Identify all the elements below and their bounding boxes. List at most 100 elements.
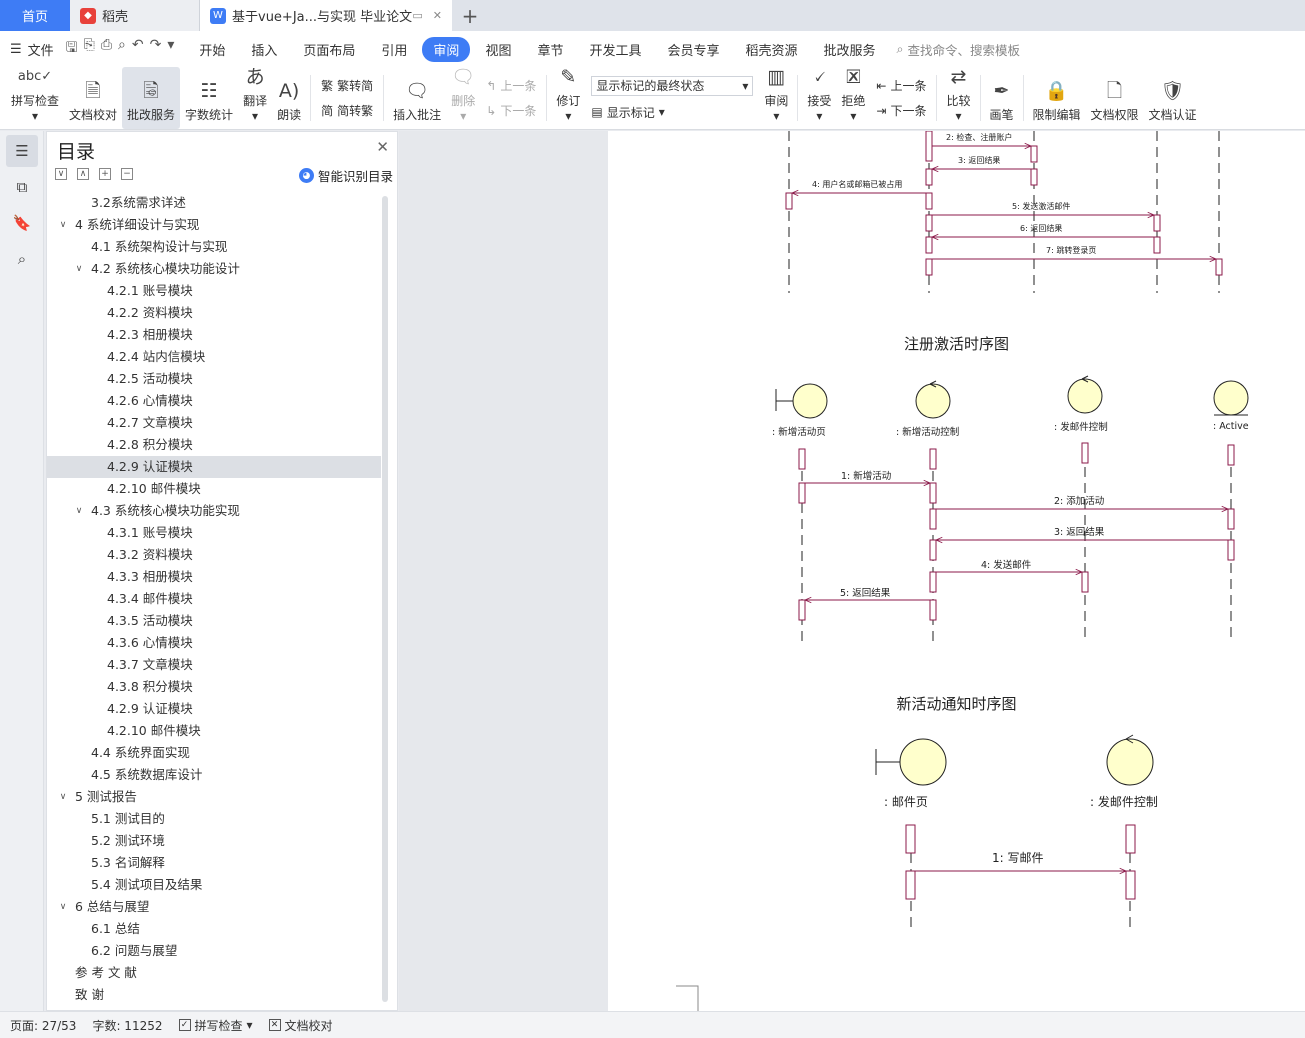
expand-all-icon[interactable]: ∨ (55, 168, 67, 180)
chevron-down-icon[interactable]: ∨ (59, 902, 67, 912)
toc-item[interactable]: 4.2.9 认证模块 (47, 456, 381, 478)
toc-item[interactable]: 4.2.7 文章模块 (47, 412, 381, 434)
redo-icon[interactable]: ↷ (149, 37, 162, 53)
print-icon[interactable]: ⎙ (100, 37, 113, 53)
toc-item[interactable]: 5.3 名词解释 (47, 852, 381, 874)
word-count-indicator[interactable]: 字数: 11252 (92, 1018, 163, 1033)
status-spell-check[interactable]: ✓ 拼写检查▾ (178, 1017, 253, 1034)
toc-item[interactable]: ∨4 系统详细设计与实现 (47, 214, 381, 236)
pen-button[interactable]: ✒画笔 (985, 67, 1019, 129)
toc-item[interactable]: 参 考 文 献 (47, 962, 381, 984)
toc-item[interactable]: 4.2.3 相册模块 (47, 324, 381, 346)
next-comment-button[interactable]: ↳下一条 (486, 102, 536, 119)
toc-item[interactable]: 4.5 系统数据库设计 (47, 764, 381, 786)
toc-item[interactable]: 4.2.10 邮件模块 (47, 720, 381, 742)
toc-item[interactable]: 5.1 测试目的 (47, 808, 381, 830)
doc-proofread-button[interactable]: 🗎文档校对 (64, 67, 122, 129)
undo-icon[interactable]: ↶ (131, 37, 144, 53)
toc-item[interactable]: 4.4 系统界面实现 (47, 742, 381, 764)
toc-item[interactable]: 6.1 总结 (47, 918, 381, 940)
restrict-editing-button[interactable]: 🔒限制编辑 (1028, 67, 1086, 129)
collapse-all-icon[interactable]: ∧ (77, 168, 89, 180)
reject-button[interactable]: 🗷拒绝▾ (836, 67, 870, 129)
toc-item[interactable]: 4.2.8 积分模块 (47, 434, 381, 456)
doc-certify-button[interactable]: 🛡文档认证 (1144, 67, 1202, 129)
menu-item-4[interactable]: 审阅 (422, 36, 471, 62)
remove-heading-icon[interactable]: − (121, 168, 133, 180)
next-change-button[interactable]: ⇥下一条 (876, 102, 926, 119)
new-tab-button[interactable]: + (452, 0, 488, 31)
menu-item-5[interactable]: 视图 (485, 43, 512, 59)
customize-chevron-icon[interactable]: ▾ (167, 37, 175, 53)
close-tab-icon[interactable]: ✕ (432, 9, 442, 22)
menu-item-1[interactable]: 插入 (251, 43, 278, 59)
insert-comment-button[interactable]: 🗨插入批注 (388, 67, 446, 129)
translate-button[interactable]: あ翻译▾ (238, 67, 272, 129)
review-pane-button[interactable]: ▥审阅▾ (759, 67, 793, 129)
toc-item[interactable]: 6.2 问题与展望 (47, 940, 381, 962)
toc-item[interactable]: ∨6 总结与展望 (47, 896, 381, 918)
toc-item[interactable]: ∨4.3 系统核心模块功能实现 (47, 500, 381, 522)
file-menu-button[interactable]: ☰ 文件 (10, 40, 54, 59)
find-icon[interactable]: ⌕ (17, 250, 27, 268)
spell-check-button[interactable]: abc✓拼写检查▾ (6, 67, 64, 129)
toc-scrollbar[interactable] (382, 196, 388, 1002)
toc-item[interactable]: 4.3.5 活动模块 (47, 610, 381, 632)
menu-item-0[interactable]: 开始 (199, 43, 226, 59)
toc-item[interactable]: 4.2.4 站内信模块 (47, 346, 381, 368)
compare-button[interactable]: ⇄比较▾ (941, 67, 975, 129)
chevron-down-icon[interactable]: ∨ (59, 220, 67, 230)
show-markup-button[interactable]: ▤显示标记▾ (591, 105, 665, 120)
menu-item-3[interactable]: 引用 (381, 43, 408, 59)
menu-item-7[interactable]: 开发工具 (589, 43, 642, 59)
toc-item[interactable]: 4.3.7 文章模块 (47, 654, 381, 676)
review-service-button[interactable]: 🗟批改服务 (122, 67, 181, 129)
toc-item[interactable]: 5.4 测试项目及结果 (47, 874, 381, 896)
toc-item[interactable]: 4.2.10 邮件模块 (47, 478, 381, 500)
tab-document[interactable]: W 基于vue+Ja...与实现 毕业论文 ▭ ✕ (200, 0, 452, 31)
toc-item[interactable]: 4.2.6 心情模块 (47, 390, 381, 412)
toc-item[interactable]: 4.3.2 资料模块 (47, 544, 381, 566)
trad-to-simp-button[interactable]: 繁繁转简 (321, 77, 373, 94)
chapter-nav-icon[interactable]: ⧉ (16, 178, 28, 196)
add-heading-icon[interactable]: + (99, 168, 111, 180)
save-icon[interactable]: 🖫 (65, 40, 78, 56)
toc-item[interactable]: 4.3.6 心情模块 (47, 632, 381, 654)
toc-item[interactable]: 4.2.9 认证模块 (47, 698, 381, 720)
toc-item[interactable]: 4.2.5 活动模块 (47, 368, 381, 390)
smart-toc-button[interactable]: ◕ 智能识别目录 (298, 166, 393, 185)
toc-item[interactable]: 4.3.1 账号模块 (47, 522, 381, 544)
menu-item-10[interactable]: 批改服务 (823, 43, 876, 59)
toc-item[interactable]: ∨4.2 系统核心模块功能设计 (47, 258, 381, 280)
toc-panel-icon[interactable]: ☰ (6, 135, 38, 167)
toc-item[interactable]: 3.2系统需求详述 (47, 192, 381, 214)
close-icon[interactable]: ✕ (376, 138, 389, 156)
bookmark-icon[interactable]: 🔖 (12, 214, 32, 232)
menu-item-8[interactable]: 会员专享 (667, 43, 720, 59)
toc-item[interactable]: 4.3.8 积分模块 (47, 676, 381, 698)
menu-item-6[interactable]: 章节 (537, 43, 564, 59)
chevron-down-icon[interactable]: ∨ (59, 792, 67, 802)
read-aloud-button[interactable]: A)朗读 (272, 67, 306, 129)
toc-item[interactable]: 4.3.4 邮件模块 (47, 588, 381, 610)
status-proofread[interactable]: ✕ 文档校对 (268, 1017, 333, 1034)
chevron-down-icon[interactable]: ∨ (75, 506, 83, 516)
menu-item-2[interactable]: 页面布局 (303, 43, 356, 59)
simp-to-trad-button[interactable]: 简简转繁 (321, 102, 373, 119)
toc-item[interactable]: 4.3.3 相册模块 (47, 566, 381, 588)
print-preview-icon[interactable]: ⌕ (118, 37, 126, 53)
toc-item[interactable]: ∨5 测试报告 (47, 786, 381, 808)
markup-state-select[interactable]: 显示标记的最终状态▾ (591, 75, 754, 96)
accept-button[interactable]: 🗸接受▾ (802, 67, 836, 129)
tab-daoke[interactable]: ◆ 稻壳 (70, 0, 200, 31)
word-count-button[interactable]: ☷字数统计 (180, 67, 238, 129)
delete-comment-button[interactable]: 🗨删除▾ (446, 67, 480, 129)
tab-home[interactable]: 首页 (0, 0, 70, 31)
chevron-down-icon[interactable]: ∨ (75, 264, 83, 274)
prev-change-button[interactable]: ⇤上一条 (876, 77, 926, 94)
toc-item[interactable]: 4.2.2 资料模块 (47, 302, 381, 324)
prev-comment-button[interactable]: ↰上一条 (486, 77, 536, 94)
float-window-icon[interactable]: ▭ (412, 9, 423, 22)
export-pdf-icon[interactable]: ⎘ (83, 37, 95, 53)
toc-item[interactable]: 5.2 测试环境 (47, 830, 381, 852)
